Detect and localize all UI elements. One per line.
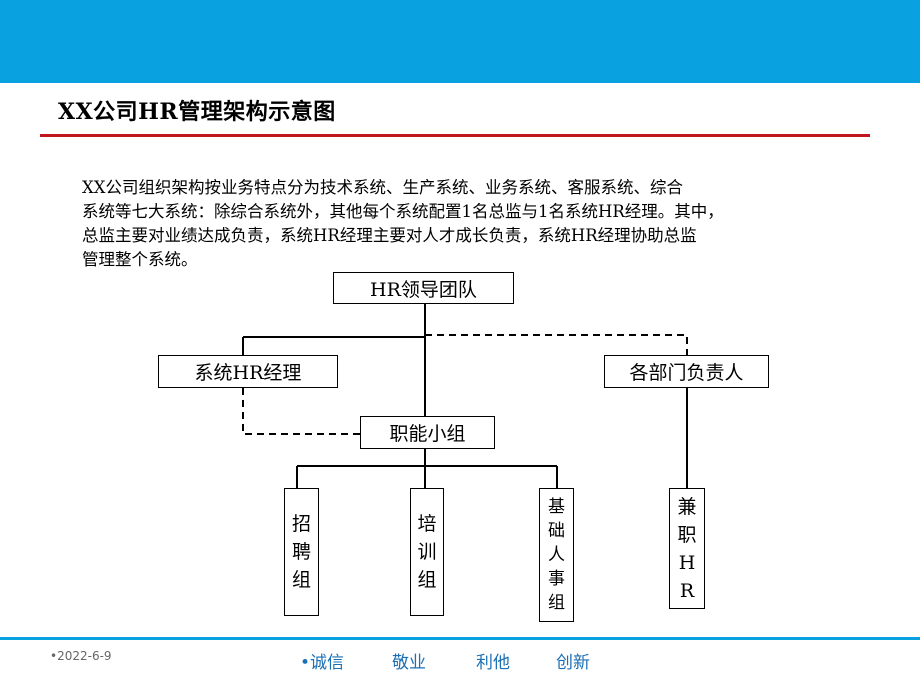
intro-paragraph: XX公司组织架构按业务特点分为技术系统、生产系统、业务系统、客服系统、综合 系统… bbox=[82, 176, 842, 272]
training-char-2: 训 bbox=[417, 541, 437, 563]
function-group-box: 职能小组 bbox=[360, 416, 495, 449]
training-group-box: 培 训 组 bbox=[410, 488, 444, 616]
basic-hr-char-1: 基 bbox=[548, 497, 565, 517]
motto-integrity: •诚信 bbox=[300, 653, 345, 673]
intro-line-1: XX公司组织架构按业务特点分为技术系统、生产系统、业务系统、客服系统、综合 bbox=[82, 178, 683, 197]
motto-dedication: 敬业 bbox=[392, 653, 426, 673]
recruit-char-2: 聘 bbox=[291, 541, 311, 563]
part-time-char-3: H bbox=[678, 551, 696, 574]
dashed-root-to-dept bbox=[425, 334, 688, 356]
recruit-group-box: 招 聘 组 bbox=[284, 488, 319, 616]
footer-divider bbox=[0, 637, 920, 640]
dept-heads-label: 各部门负责人 bbox=[629, 362, 744, 384]
system-hr-manager-label: 系统HR经理 bbox=[194, 362, 302, 384]
dashed-hr-to-function bbox=[242, 388, 360, 435]
motto-altruism: 利他 bbox=[476, 653, 510, 673]
motto-innovation: 创新 bbox=[556, 653, 590, 673]
part-time-char-1: 兼 bbox=[677, 495, 697, 518]
basic-hr-group-box: 基 础 人 事 组 bbox=[539, 488, 574, 622]
training-char-1: 培 bbox=[417, 513, 437, 535]
part-time-char-2: 职 bbox=[677, 523, 697, 546]
basic-hr-char-2: 础 bbox=[548, 521, 565, 541]
root-box: HR领导团队 bbox=[333, 272, 514, 304]
title-divider bbox=[40, 134, 870, 137]
function-group-label: 职能小组 bbox=[389, 423, 466, 445]
root-label: HR领导团队 bbox=[370, 278, 477, 301]
footer-date: •2022-6-9 bbox=[50, 649, 112, 663]
basic-hr-char-4: 事 bbox=[548, 569, 565, 589]
dept-heads-box: 各部门负责人 bbox=[604, 355, 769, 388]
part-time-hr-box: 兼 职 H R bbox=[669, 488, 705, 609]
recruit-char-1: 招 bbox=[291, 513, 311, 535]
intro-line-3: 总监主要对业绩达成负责，系统HR经理主要对人才成长负责，系统HR经理协助总监 bbox=[82, 226, 697, 245]
top-banner bbox=[0, 0, 920, 83]
system-hr-manager-box: 系统HR经理 bbox=[158, 355, 338, 388]
intro-line-4: 管理整个系统。 bbox=[82, 250, 198, 269]
training-char-3: 组 bbox=[417, 569, 437, 591]
intro-line-2: 系统等七大系统：除综合系统外，其他每个系统配置1名总监与1名系统HR经理。其中， bbox=[82, 202, 724, 221]
basic-hr-char-3: 人 bbox=[548, 545, 565, 565]
slide-title: XX公司HR管理架构示意图 bbox=[58, 99, 336, 125]
part-time-char-4: R bbox=[679, 579, 695, 602]
recruit-char-3: 组 bbox=[291, 569, 311, 591]
basic-hr-char-5: 组 bbox=[548, 593, 565, 613]
